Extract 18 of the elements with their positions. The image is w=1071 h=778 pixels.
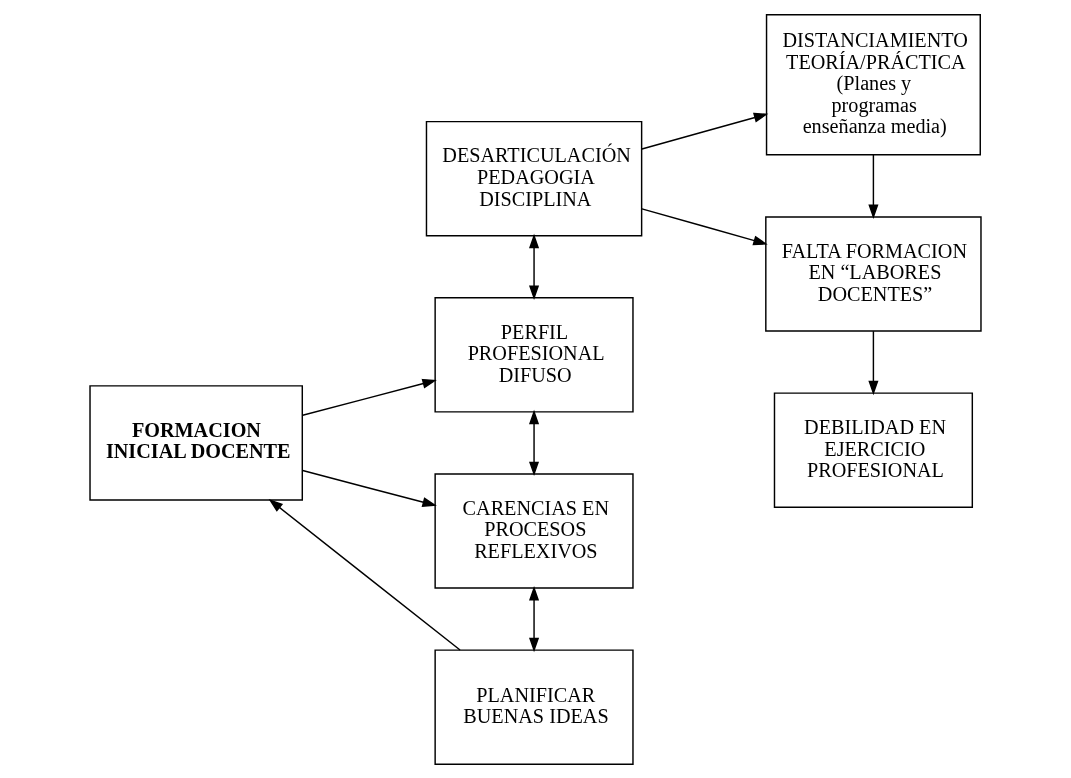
arrow: [268, 498, 461, 651]
node-box: PERFIL PROFESIONAL DIFUSO: [434, 296, 634, 413]
node-box: PLANIFICAR BUENAS IDEAS: [434, 648, 634, 765]
arrow: [529, 585, 540, 652]
node-box: DESARTICULACIÓN PEDAGOGIA DISCIPLINA: [425, 120, 643, 236]
node-box: DISTANCIAMIENTO TEORÍA/PRÁCTICA (Planes y programas enseñanza media): [765, 13, 981, 156]
arrow: [529, 233, 540, 300]
arrow: [529, 409, 540, 476]
arrow: [301, 469, 437, 507]
arrow: [641, 112, 769, 150]
arrow: [301, 378, 437, 416]
node-box: FORMACION INICIAL DOCENTE: [89, 384, 303, 501]
arrow: [868, 153, 879, 219]
node-box: DEBILIDAD EN EJERCICIO PROFESIONAL: [773, 391, 974, 508]
node-box: CARENCIAS EN PROCESOS REFLEXIVOS: [434, 472, 634, 589]
node-box: FALTA FORMACION EN “LABORES DOCENTES”: [765, 215, 982, 332]
arrow: [641, 207, 768, 245]
arrow: [868, 329, 879, 395]
